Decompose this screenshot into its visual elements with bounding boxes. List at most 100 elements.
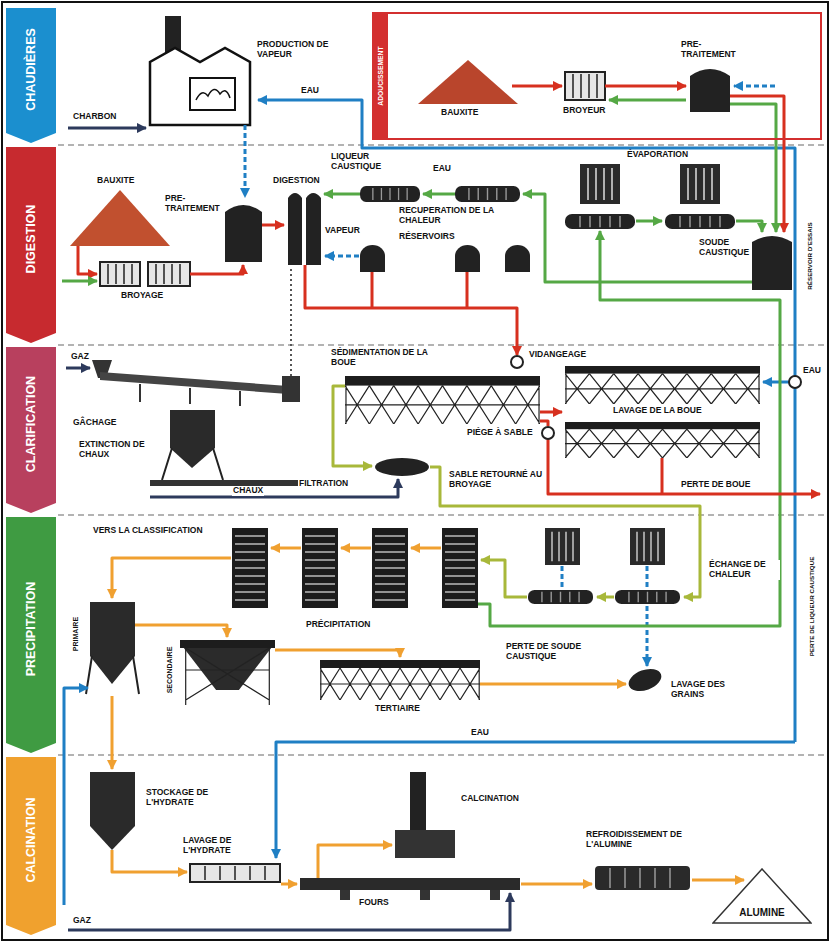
pipe [540, 421, 548, 426]
clarification-equipment [282, 376, 300, 402]
equipment-label: EXTINCTION DE CHAUX [78, 440, 150, 460]
pipe [730, 96, 784, 232]
pipe [521, 883, 592, 886]
pipe [411, 547, 441, 550]
section-band: DIGESTION [6, 147, 56, 343]
equipment-label: EAU [300, 86, 320, 96]
softening-equipment [418, 60, 730, 112]
equipment-label: ÉVAPORATION [626, 150, 689, 160]
digestion-equipment [505, 245, 530, 272]
equipment-label: EAU [432, 164, 452, 174]
equipment-label: LAVAGE DES GRAINS [670, 680, 734, 700]
equipment-label: PRÉCIPITATION [305, 620, 371, 630]
box-title: ADOUCISSEMENT [374, 14, 388, 138]
precipitation-equipment [86, 656, 139, 694]
equipment-label: BAUXITE [96, 176, 135, 186]
pipe [271, 547, 301, 550]
section-divider [58, 344, 826, 346]
pipe [341, 547, 371, 550]
pipe [112, 558, 231, 598]
vertical-label: RÉSERVOIR D'ESSAIS [806, 210, 813, 302]
digestion-equipment [455, 186, 520, 202]
pipe [734, 85, 775, 88]
section-divider [58, 514, 826, 516]
calcination-equipment [410, 772, 426, 832]
pipe [646, 606, 649, 666]
calcination-equipment [90, 826, 135, 850]
precipitation-equipment [90, 656, 135, 684]
pipe [512, 85, 562, 88]
pipe [692, 879, 744, 882]
calcination-equipment [190, 864, 280, 882]
pipe [62, 280, 97, 283]
equipment-label: SABLE RETOURNÉ AU BROYAGE [448, 470, 545, 490]
pipe [540, 411, 562, 414]
section-title: CLARIFICATION [6, 347, 56, 501]
precipitation-equipment [320, 660, 480, 700]
equipment-label: CALCINATION [460, 794, 520, 804]
precipitation-equipment [630, 528, 665, 565]
pipe [333, 386, 372, 466]
section-title: CHAUDIÈRES [6, 8, 56, 131]
clarification-equipment [375, 458, 429, 476]
digestion-equipment [360, 245, 385, 272]
digestion-equipment [360, 186, 420, 202]
pile-shape [713, 869, 811, 923]
pipe [562, 566, 647, 588]
pipe [597, 596, 614, 599]
equipment-label: PRE-TRAITEMENT [680, 40, 744, 60]
pipe [548, 439, 820, 494]
equipment-label: LAVAGE DE LA BOUE [612, 406, 703, 416]
digestion-equipment [580, 164, 620, 204]
equipment-label: VIDANGEAGE [528, 350, 587, 360]
equipment-label: VERS LA CLASSIFICATION [92, 526, 204, 536]
equipment-label: RECUPERATION DE LA CHALEUR [398, 206, 500, 226]
pipe [68, 893, 510, 930]
vertical-label: PRIMAIRE [72, 602, 80, 666]
digestion-equipment [665, 214, 735, 229]
equipment-label: SOUDE CAUSTIQUE [698, 238, 752, 258]
valve-circle [789, 376, 801, 388]
equipment-label: TERTIAIRE [374, 704, 421, 714]
digestion-equipment [680, 164, 720, 204]
softening-equipment [418, 60, 518, 104]
section-title: CALCINATION [6, 757, 56, 923]
section-band: CALCINATION [6, 757, 56, 935]
pipe [609, 99, 686, 102]
digestion-equipment [70, 190, 170, 246]
pipe [281, 883, 297, 886]
pipe [78, 246, 97, 274]
clarification-equipment [565, 366, 760, 404]
precipitation-equipment [232, 528, 268, 608]
pipe [730, 104, 776, 232]
pipe [372, 272, 467, 308]
precipitation-equipment [302, 528, 338, 608]
band-shape [6, 757, 56, 935]
digestion-equipment [100, 262, 140, 286]
equipment-label: EAU [470, 728, 490, 738]
band-shape [6, 8, 56, 143]
pipe [262, 224, 284, 227]
digestion-equipment [306, 193, 321, 265]
pipe [523, 194, 752, 282]
digestion-equipment [225, 205, 262, 262]
pipe [150, 479, 398, 497]
equipment-label: PERTE DE BOUE [680, 480, 751, 490]
boiler-house [150, 48, 250, 125]
band-shape [6, 147, 56, 343]
pipe [636, 220, 662, 223]
section-band: CLARIFICATION [6, 347, 56, 513]
pipe [305, 265, 517, 355]
digestion-equipment [288, 193, 302, 265]
pipe [661, 458, 664, 494]
boiler-house [190, 78, 235, 110]
softening-equipment [573, 74, 597, 98]
pipe [258, 100, 795, 742]
equipment-label: PRODUCTION DE VAPEUR [256, 40, 330, 60]
pipe [481, 560, 527, 597]
calcination-equipment [205, 866, 265, 880]
pipe [480, 683, 626, 686]
calcination-equipment [90, 772, 135, 826]
clarification-equipment [92, 360, 760, 486]
pipe [244, 125, 247, 197]
